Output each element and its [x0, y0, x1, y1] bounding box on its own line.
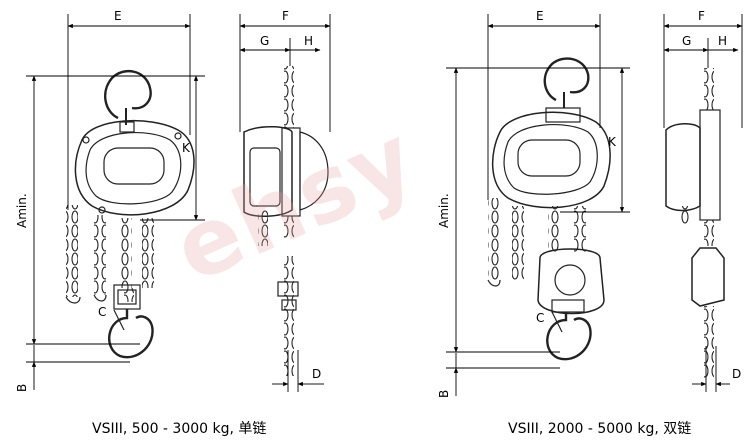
bottom-hook-right: [546, 312, 592, 361]
bottom-hook-left: [108, 309, 154, 359]
label-K-right: K: [608, 135, 617, 149]
label-H-right: H: [718, 34, 727, 48]
hoist-body-left: [74, 120, 195, 216]
label-G-left: G: [260, 34, 269, 48]
label-B-left: B: [15, 384, 29, 392]
right-hoist-front-view: [487, 57, 611, 361]
label-H-left: H: [304, 34, 313, 48]
top-hook-right: [543, 57, 590, 102]
label-F-left: F: [282, 9, 289, 23]
right-dimension-labels: E F G H K Amin. B C D: [437, 9, 741, 398]
label-C-right: C: [536, 311, 544, 325]
right-dimensions: [446, 14, 743, 396]
caption-right: VSIII, 2000 - 5000 kg, 双链: [508, 421, 692, 437]
top-hook-left: [104, 69, 152, 120]
label-E-left: E: [114, 9, 122, 23]
left-dimension-labels: E F G H K Amin. B C D: [15, 9, 321, 392]
left-dimensions: [26, 14, 331, 392]
label-F-right: F: [698, 9, 705, 23]
label-K-left: K: [182, 141, 191, 155]
caption-left: VSIII, 500 - 3000 kg, 单链: [92, 421, 267, 437]
label-B-right: B: [437, 390, 451, 398]
label-A-right: Amin.: [437, 193, 451, 228]
label-A-left: Amin.: [15, 193, 29, 228]
left-hoist-side-view: [243, 66, 329, 376]
label-E-right: E: [536, 9, 544, 23]
right-hoist-side-view: [665, 68, 725, 378]
label-G-right: G: [682, 34, 691, 48]
left-hoist-front-view: [65, 69, 195, 359]
label-C-left: C: [98, 305, 106, 319]
label-D-right: D: [732, 367, 741, 381]
hoist-body-right: [491, 111, 611, 209]
label-D-left: D: [312, 367, 321, 381]
